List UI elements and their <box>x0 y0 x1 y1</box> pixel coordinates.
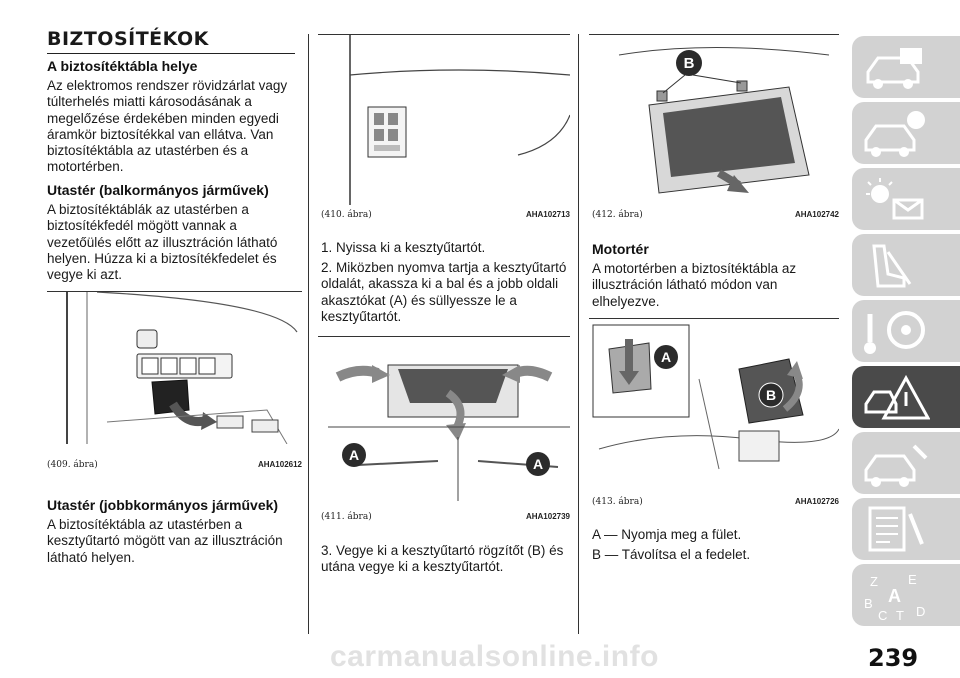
figure-413: A B <box>589 318 839 481</box>
tab-car-info[interactable] <box>852 102 960 164</box>
figure-410-code: AHA102713 <box>525 210 570 219</box>
svg-text:A: A <box>533 456 543 472</box>
tab-lights-warnings[interactable] <box>852 168 960 230</box>
tab-safety[interactable] <box>852 234 960 296</box>
figure-410-caption: (410. ábra) <box>321 210 372 220</box>
lights-warning-icon <box>866 178 924 220</box>
tab-driving[interactable] <box>852 300 960 362</box>
svg-text:D: D <box>916 604 925 619</box>
column-divider-right <box>578 34 579 634</box>
list-item-a: A — Nyomja meg a fület. <box>592 527 742 542</box>
figure-413-caption: (413. ábra) <box>592 497 643 507</box>
emergency-warning-icon <box>864 374 930 420</box>
heading-engine-bay: Motortér <box>592 241 649 257</box>
figure-412: B <box>589 34 839 205</box>
car-maintenance-icon <box>864 444 928 487</box>
tab-maintenance[interactable] <box>852 432 960 494</box>
svg-text:A: A <box>349 447 359 463</box>
svg-text:E: E <box>908 572 917 587</box>
figure-410 <box>318 34 570 205</box>
page-number: 239 <box>868 644 919 672</box>
svg-text:A: A <box>888 586 901 606</box>
specs-checklist-icon <box>868 506 924 552</box>
figure-411-code: AHA102739 <box>525 512 570 521</box>
list-item-b: B — Távolítsa el a fedelet. <box>592 547 751 562</box>
para-fuse-intro: Az elektromos rendszer rövidzárlat vagy … <box>47 78 288 175</box>
figure-413-code: AHA102726 <box>794 497 839 506</box>
para-lhd: A biztosítéktáblák az utastérben a bizto… <box>47 202 278 283</box>
watermark: carmanualsonline.info <box>330 640 659 673</box>
figure-411-caption: (411. ábra) <box>321 512 372 522</box>
figure-409 <box>47 291 302 444</box>
svg-text:C: C <box>878 608 887 623</box>
tab-specifications[interactable] <box>852 498 960 560</box>
svg-text:B: B <box>684 55 695 72</box>
svg-text:B: B <box>766 387 776 403</box>
figure-412-caption: (412. ábra) <box>592 210 643 220</box>
step-2: 2. Miközben nyomva tartja a kesztyűtartó… <box>321 260 567 324</box>
car-info-icon <box>864 111 925 157</box>
figure-409-code: AHA102612 <box>257 460 302 469</box>
figure-411: A A <box>318 336 570 501</box>
svg-text:B: B <box>864 596 873 611</box>
svg-text:A: A <box>661 349 671 365</box>
para-engine-bay: A motortérben a biztosítéktábla az illus… <box>592 261 797 309</box>
tab-index[interactable]: Z E A B C T D <box>852 564 960 626</box>
car-dashboard-icon <box>866 48 922 89</box>
tab-emergency[interactable] <box>852 366 960 428</box>
figure-409-caption: (409. ábra) <box>47 460 98 470</box>
column-divider-left <box>308 34 309 634</box>
step-1: 1. Nyissa ki a kesztyűtartót. <box>321 240 486 255</box>
heading-fuse-location: A biztosítéktábla helye <box>47 58 198 74</box>
seat-safety-icon <box>872 244 912 288</box>
section-title: BIZTOSÍTÉKOK <box>47 28 295 54</box>
figure-412-code: AHA102742 <box>794 210 839 219</box>
heading-rhd: Utastér (jobbkormányos járművek) <box>47 497 279 513</box>
svg-text:Z: Z <box>870 574 878 589</box>
heading-lhd: Utastér (balkormányos járművek) <box>47 182 269 198</box>
step-3: 3. Vegye ki a kesztyűtartó rögzítőt (B) … <box>321 543 564 575</box>
tab-dashboard[interactable] <box>852 36 960 98</box>
para-rhd: A biztosítéktábla az utastérben a keszty… <box>47 517 283 565</box>
steering-key-icon <box>864 311 925 354</box>
svg-text:T: T <box>896 608 904 623</box>
alphabetical-index-icon: Z E A B C T D <box>864 572 925 623</box>
